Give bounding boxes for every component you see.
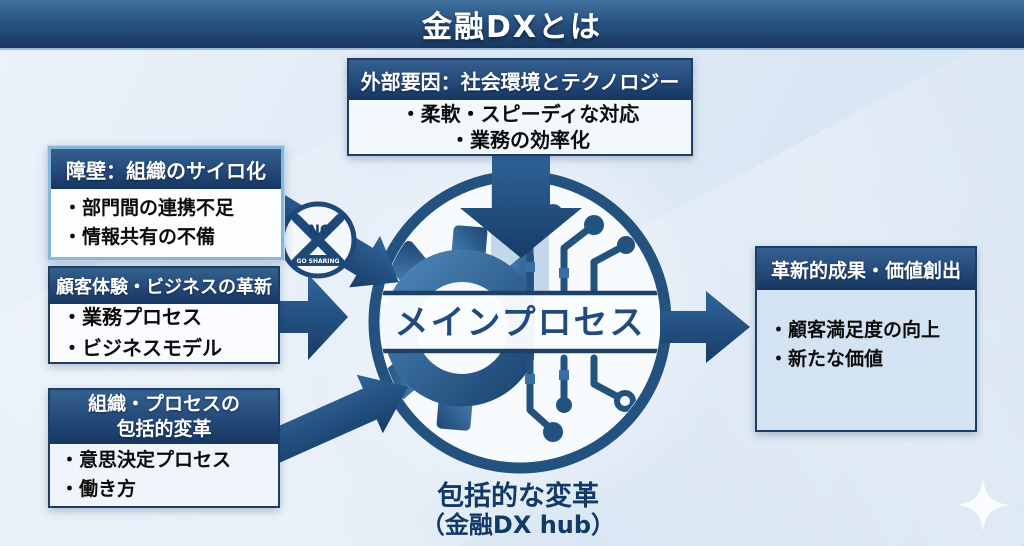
org-process-header: 組織・プロセスの 包括的変革: [50, 390, 278, 444]
label-band: [380, 295, 660, 349]
main-process-emblem: メインプロセス: [368, 170, 672, 474]
bullet-item: ・新たな価値: [769, 348, 884, 371]
customer-innovation-box: 顧客体験・ビジネスの革新 ・業務プロセス ・ビジネスモデル: [48, 266, 280, 364]
org-process-body: ・意思決定プロセス ・働き方: [50, 444, 278, 506]
bullet-item: ・部門間の連携不足: [63, 196, 235, 219]
bottom-caption: 包括的な変革 （金融DX hub）: [421, 482, 615, 539]
org-process-box: 組織・プロセスの 包括的変革 ・意思決定プロセス ・働き方: [48, 388, 280, 508]
caption-line2: （金融DX hub）: [420, 511, 616, 539]
org-process-header-line1: 組織・プロセスの: [87, 393, 240, 415]
outcome-box: 革新的成果・価値創出 ・顧客満足度の向上 ・新たな価値: [755, 246, 977, 432]
external-factors-header: 外部要因：社会環境とテクノロジー: [349, 60, 691, 100]
org-process-header-line2: 包括的変革: [116, 418, 212, 440]
no-badge-label: NO: [308, 223, 332, 239]
bullet-item: ・業務プロセス: [62, 305, 202, 329]
bullet-item: ・業務の効率化: [450, 128, 590, 152]
page-title: 金融DXとは: [421, 10, 603, 45]
title-bar: 金融DXとは: [0, 0, 1024, 50]
bullet-item: ・情報共有の不備: [63, 226, 216, 248]
main-process-label: メインプロセス: [395, 303, 646, 343]
sparkle-icon: [957, 479, 1009, 531]
external-factors-body: ・柔軟・スピーディな対応 ・業務の効率化: [349, 100, 691, 154]
barrier-silo-body: ・部門間の連携不足 ・情報共有の不備: [51, 189, 281, 257]
barrier-silo-header: 障壁：組織のサイロ化: [51, 149, 281, 189]
bullet-item: ・働き方: [60, 478, 137, 500]
customer-innovation-header: 顧客体験・ビジネスの革新: [50, 268, 278, 304]
bullet-item: ・顧客満足度の向上: [769, 319, 941, 341]
no-badge-sublabel: GO SHARING: [297, 258, 340, 265]
bullet-item: ・柔軟・スピーディな対応: [400, 102, 640, 126]
outcome-body: ・顧客満足度の向上 ・新たな価値: [757, 290, 975, 430]
outcome-header: 革新的成果・価値創出: [757, 248, 975, 290]
no-sharing-icon: NO GO SHARING: [279, 201, 357, 279]
barrier-silo-box: 障壁：組織のサイロ化 ・部門間の連携不足 ・情報共有の不備: [48, 146, 284, 260]
caption-line1: 包括的な変革: [436, 481, 599, 512]
bullet-item: ・ビジネスモデル: [62, 336, 222, 360]
customer-innovation-body: ・業務プロセス ・ビジネスモデル: [50, 304, 278, 362]
external-factors-box: 外部要因：社会環境とテクノロジー ・柔軟・スピーディな対応 ・業務の効率化: [347, 58, 693, 156]
bullet-item: ・意思決定プロセス: [60, 448, 232, 471]
